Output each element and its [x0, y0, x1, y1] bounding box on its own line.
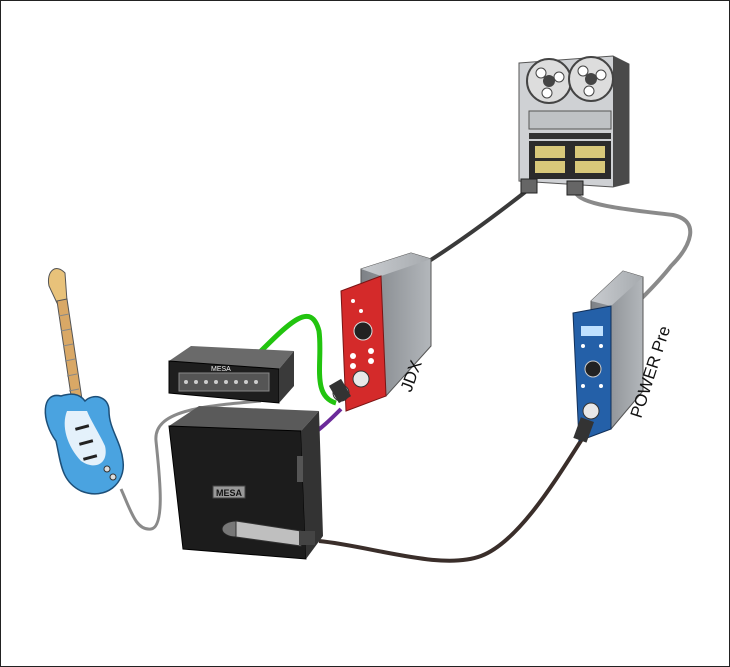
cable-green-head-to-jdx — [254, 313, 337, 406]
cable-tape-to-power-pre — [574, 191, 693, 301]
amp-head-brand: MESA — [211, 366, 231, 373]
di-box-icon — [328, 252, 432, 412]
speaker-cabinet-icon: MESA — [168, 406, 323, 560]
cable-power-pre-to-mic — [318, 431, 588, 563]
tape-machine-icon — [518, 55, 630, 196]
cable-tape-to-jdx — [424, 187, 531, 265]
microphone-icon — [221, 520, 315, 547]
amp-head-icon: MESA — [168, 346, 294, 404]
cable-guitar-to-head — [119, 399, 262, 531]
cab-brand: MESA — [216, 488, 243, 498]
guitar-icon — [44, 268, 124, 495]
preamp-icon — [572, 270, 644, 443]
